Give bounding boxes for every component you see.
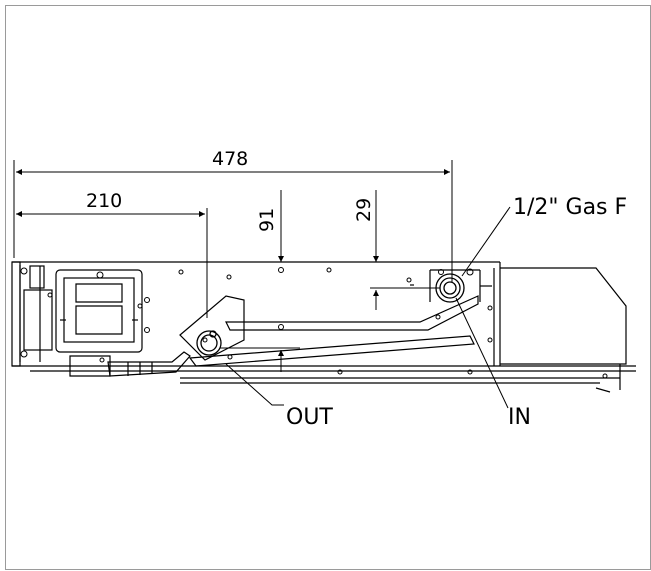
callout-leader-out	[225, 363, 284, 406]
dimension-out-height-label: 91	[256, 208, 278, 232]
callout-leader-gas-fitting	[461, 206, 511, 277]
callout-out-label: OUT	[286, 405, 333, 430]
callout-leader-in	[455, 297, 509, 409]
screw-holes	[20, 267, 608, 379]
dimension-overall-width-label: 478	[212, 148, 248, 170]
appliance-body	[11, 261, 636, 393]
dimension-overall-width	[13, 160, 453, 282]
dimension-gas-out-offset-label: 210	[86, 190, 122, 212]
gas-in-fitting	[435, 273, 465, 303]
dimension-in-height	[370, 190, 440, 310]
dimension-in-height-label: 29	[353, 198, 375, 222]
callout-in-label: IN	[508, 405, 531, 430]
dimension-out-height	[220, 190, 300, 372]
callout-gas-fitting-label: 1/2" Gas F	[513, 195, 627, 220]
gas-out-fitting	[196, 330, 222, 356]
drawing-border	[5, 5, 651, 570]
dimension-gas-out-offset	[16, 208, 208, 318]
